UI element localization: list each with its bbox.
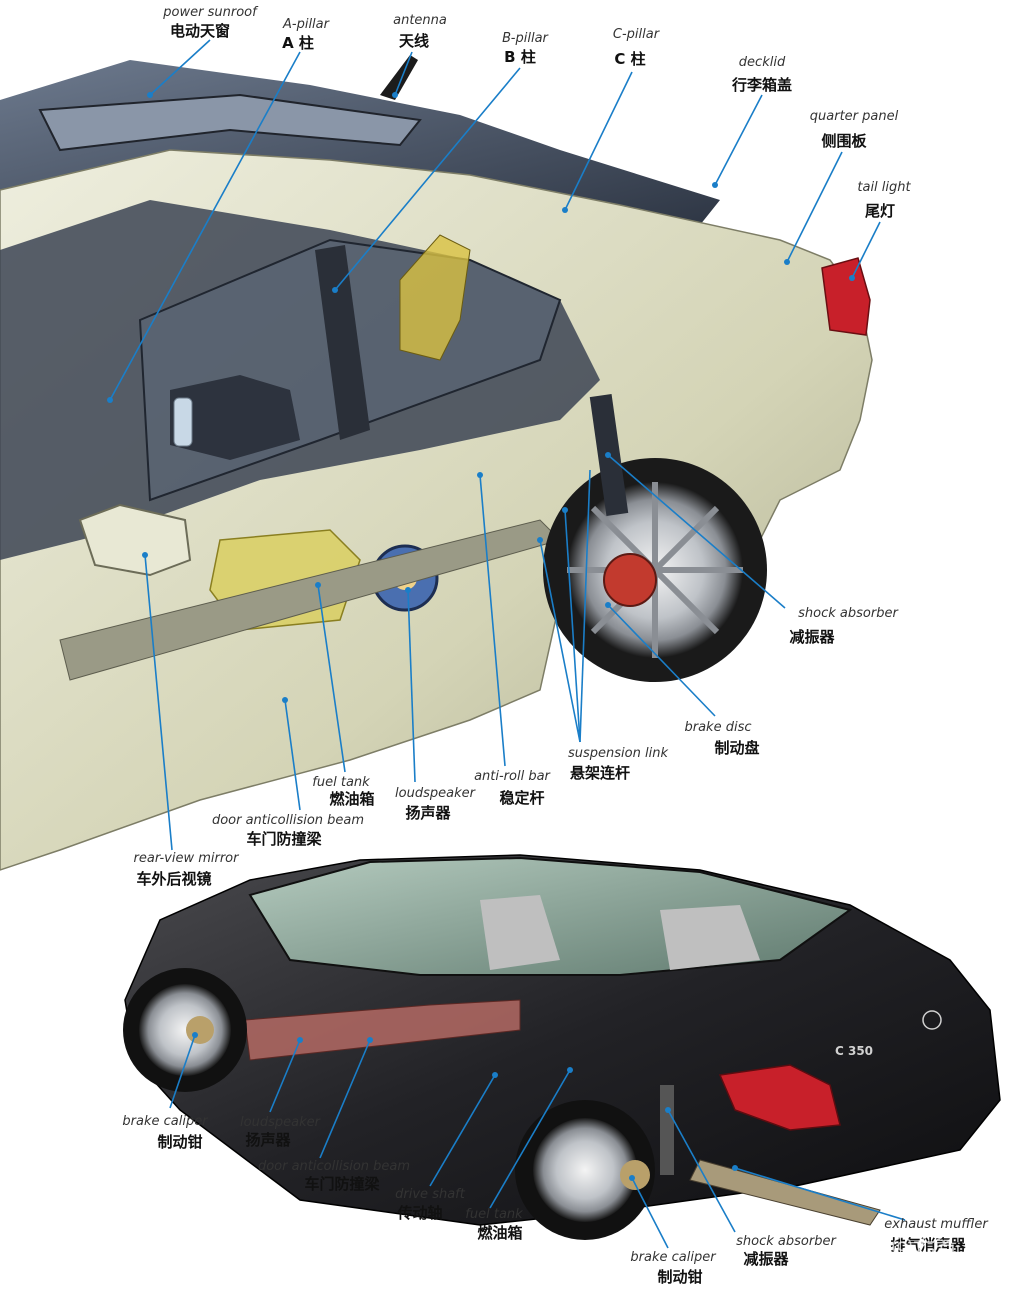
label-coupe-door-beam-en: door anticollision beam (258, 1159, 410, 1174)
label-rear-brake-caliper-en: brake caliper (630, 1250, 717, 1265)
label-power-sunroof-en: power sunroof (162, 5, 259, 20)
label-loudspeaker-en: loudspeaker (395, 786, 477, 801)
label-shock-absorber-cn: 减振器 (789, 628, 835, 646)
label-suspension-link-en: suspension link (568, 746, 668, 761)
brake-disc-shape (603, 553, 657, 607)
model-badge: C 350 (835, 1044, 873, 1058)
label-rear-view-mirror-en: rear-view mirror (134, 851, 241, 866)
watermark-text: 知乎 @无名 (840, 1233, 957, 1258)
coupe-rear-seat (660, 905, 760, 970)
label-tail-light-cn: 尾灯 (865, 202, 895, 220)
label-b-pillar-cn: B 柱 (504, 48, 536, 66)
mirror-shape (78, 503, 192, 577)
label-decklid-cn: 行李箱盖 (731, 76, 792, 94)
label-exhaust-muffler-en: exhaust muffler (884, 1217, 989, 1232)
c-pillar-frame (399, 234, 471, 361)
label-coupe-loudspeaker-cn: 扬声器 (245, 1131, 291, 1149)
label-coupe-shock-absorber-en: shock absorber (736, 1234, 837, 1249)
label-a-pillar-en: A-pillar (282, 17, 331, 32)
label-brake-disc-en: brake disc (684, 720, 751, 735)
label-rear-brake-caliper-cn: 制动钳 (657, 1268, 702, 1286)
seat-shape (170, 375, 300, 460)
label-tail-light-en: tail light (857, 180, 911, 195)
coupe-rear-caliper (620, 1160, 650, 1190)
label-exhaust-muffler-cn: 排气消声器 (890, 1236, 966, 1254)
sunroof-shape (38, 93, 422, 152)
tail-light-shape (821, 257, 871, 336)
label-quarter-panel-en: quarter panel (810, 109, 899, 124)
label-c-pillar-cn: C 柱 (614, 50, 645, 68)
label-a-pillar-cn: A 柱 (282, 34, 314, 52)
label-drive-shaft-cn: 传动轴 (396, 1204, 442, 1222)
label-coupe-loudspeaker-en: loudspeaker (240, 1115, 322, 1130)
labels-bottom: brake caliper 制动钳 loudspeaker 扬声器 door a… (122, 1114, 989, 1286)
label-decklid-en: decklid (739, 55, 786, 70)
coupe-seat (480, 895, 560, 970)
label-antenna-en: antenna (393, 13, 447, 28)
label-power-sunroof-cn: 电动天窗 (170, 22, 230, 40)
antenna-shape (380, 55, 418, 100)
label-front-brake-caliper-en: brake caliper (122, 1114, 209, 1129)
label-suspension-link-cn: 悬架连杆 (570, 764, 630, 782)
label-rear-view-mirror-cn: 车外后视镜 (136, 870, 211, 888)
label-quarter-panel-cn: 侧围板 (821, 132, 867, 150)
leader-lines-top (107, 39, 881, 851)
label-door-beam-cn: 车门防撞梁 (246, 830, 322, 848)
b-pillar-shape (315, 245, 370, 440)
coupe-door-beam-shape (244, 999, 521, 1061)
coupe-front-rim (139, 984, 231, 1076)
mercedes-star-icon (922, 1010, 942, 1030)
label-front-brake-caliper-cn: 制动钳 (157, 1133, 202, 1151)
label-coupe-door-beam-cn: 车门防撞梁 (304, 1175, 380, 1193)
coupe-cutaway-illustration: C 350 (123, 854, 1001, 1240)
label-b-pillar-en: B-pillar (502, 31, 549, 46)
coupe-front-caliper (186, 1016, 214, 1044)
coupe-shock-shape (660, 1085, 674, 1175)
label-antenna-cn: 天线 (399, 32, 429, 50)
label-brake-disc-cn: 制动盘 (714, 739, 759, 757)
coupe-tail-light (718, 1064, 841, 1131)
labels-top: power sunroof 电动天窗 A-pillar A 柱 antenna … (134, 5, 912, 888)
bottle-shape (173, 397, 193, 447)
label-coupe-shock-absorber-cn: 减振器 (743, 1250, 789, 1268)
label-door-beam-en: door anticollision beam (212, 813, 364, 828)
label-c-pillar-en: C-pillar (613, 27, 661, 42)
label-anti-roll-bar-en: anti-roll bar (474, 769, 551, 784)
coupe-rear-rim (533, 1118, 637, 1222)
label-shock-absorber-en: shock absorber (798, 606, 899, 621)
label-fuel-tank-en: fuel tank (312, 775, 370, 790)
label-fuel-tank-cn: 燃油箱 (329, 790, 374, 808)
label-coupe-fuel-tank-en: fuel tank (465, 1207, 523, 1222)
label-anti-roll-bar-cn: 稳定杆 (499, 789, 544, 807)
leader-lines-bottom (169, 1032, 906, 1249)
label-coupe-fuel-tank-cn: 燃油箱 (477, 1224, 522, 1242)
label-drive-shaft-en: drive shaft (395, 1187, 466, 1202)
label-loudspeaker-cn: 扬声器 (405, 804, 451, 822)
sedan-cutaway-illustration (0, 55, 873, 871)
